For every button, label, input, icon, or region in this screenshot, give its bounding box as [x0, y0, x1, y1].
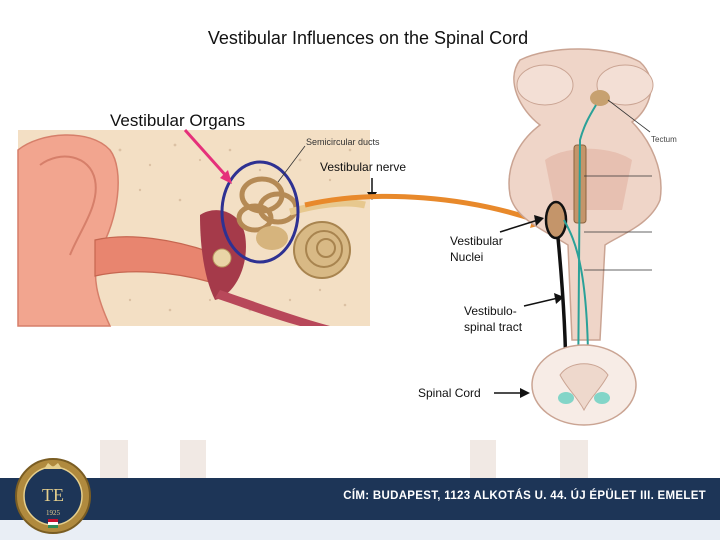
flag-red [48, 519, 58, 522]
footer-bar [0, 478, 720, 520]
pinna [17, 134, 119, 327]
tract-label-arrowhead [554, 293, 564, 304]
nuclei-label-arrow [499, 219, 539, 233]
grey-matter [559, 363, 609, 412]
pinna-fold [39, 155, 97, 256]
university-logo: TE 1925 [15, 458, 91, 534]
tectum-marker [590, 90, 610, 106]
thalamus-left [516, 64, 574, 106]
label-tectum: Tectum [651, 135, 677, 144]
label-spinal-cord: Spinal Cord [418, 386, 481, 400]
vestibular-organs-highlight [220, 160, 300, 264]
spinal-cord-label-arrowhead [520, 388, 530, 398]
vestibular-nuclei [544, 200, 568, 240]
label-vestibulospinal-line2: spinal tract [464, 320, 523, 334]
flag-white [48, 522, 58, 525]
semicircular-leader [277, 145, 306, 183]
footer-address: CÍM: BUDAPEST, 1123 ALKOTÁS U. 44. ÚJ ÉP… [343, 490, 706, 502]
label-semicircular-ducts: Semicircular ducts [306, 137, 380, 147]
label-vestibular-nuclei-line2: Nuclei [450, 250, 484, 264]
logo-text: TE [42, 485, 64, 505]
pons [545, 148, 632, 210]
anterior-horn-right [594, 392, 610, 404]
label-vestibular-nuclei-line1: Vestibular [450, 234, 503, 248]
vestibular-nerve-arrow [304, 193, 536, 223]
vestibulospinal-tract-teal [577, 104, 597, 396]
logo-year: 1925 [46, 509, 61, 517]
eustachian-tube [215, 290, 330, 326]
crown-icon [44, 463, 62, 469]
pointer-arrow [183, 128, 230, 180]
tectum-leader [607, 99, 651, 133]
nuclei-label-arrowhead [534, 215, 544, 226]
thalamus-right [596, 64, 654, 106]
pointer-arrowhead [220, 170, 232, 184]
label-vestibular-nerve: Vestibular nerve [320, 160, 407, 174]
anterior-horn-left [558, 392, 574, 404]
flag-green [48, 525, 58, 528]
cochlea [293, 221, 351, 279]
footer-strip [0, 520, 720, 540]
background-watermark [100, 440, 588, 480]
slide-title: Vestibular Influences on the Spinal Cord [207, 28, 529, 48]
ossicle [212, 248, 232, 268]
label-vestibular-organs: Vestibular Organs [110, 111, 246, 130]
vestibule [256, 226, 288, 250]
tract-label-arrow [523, 297, 559, 307]
label-vestibulospinal-line1: Vestibulo- [464, 304, 517, 318]
